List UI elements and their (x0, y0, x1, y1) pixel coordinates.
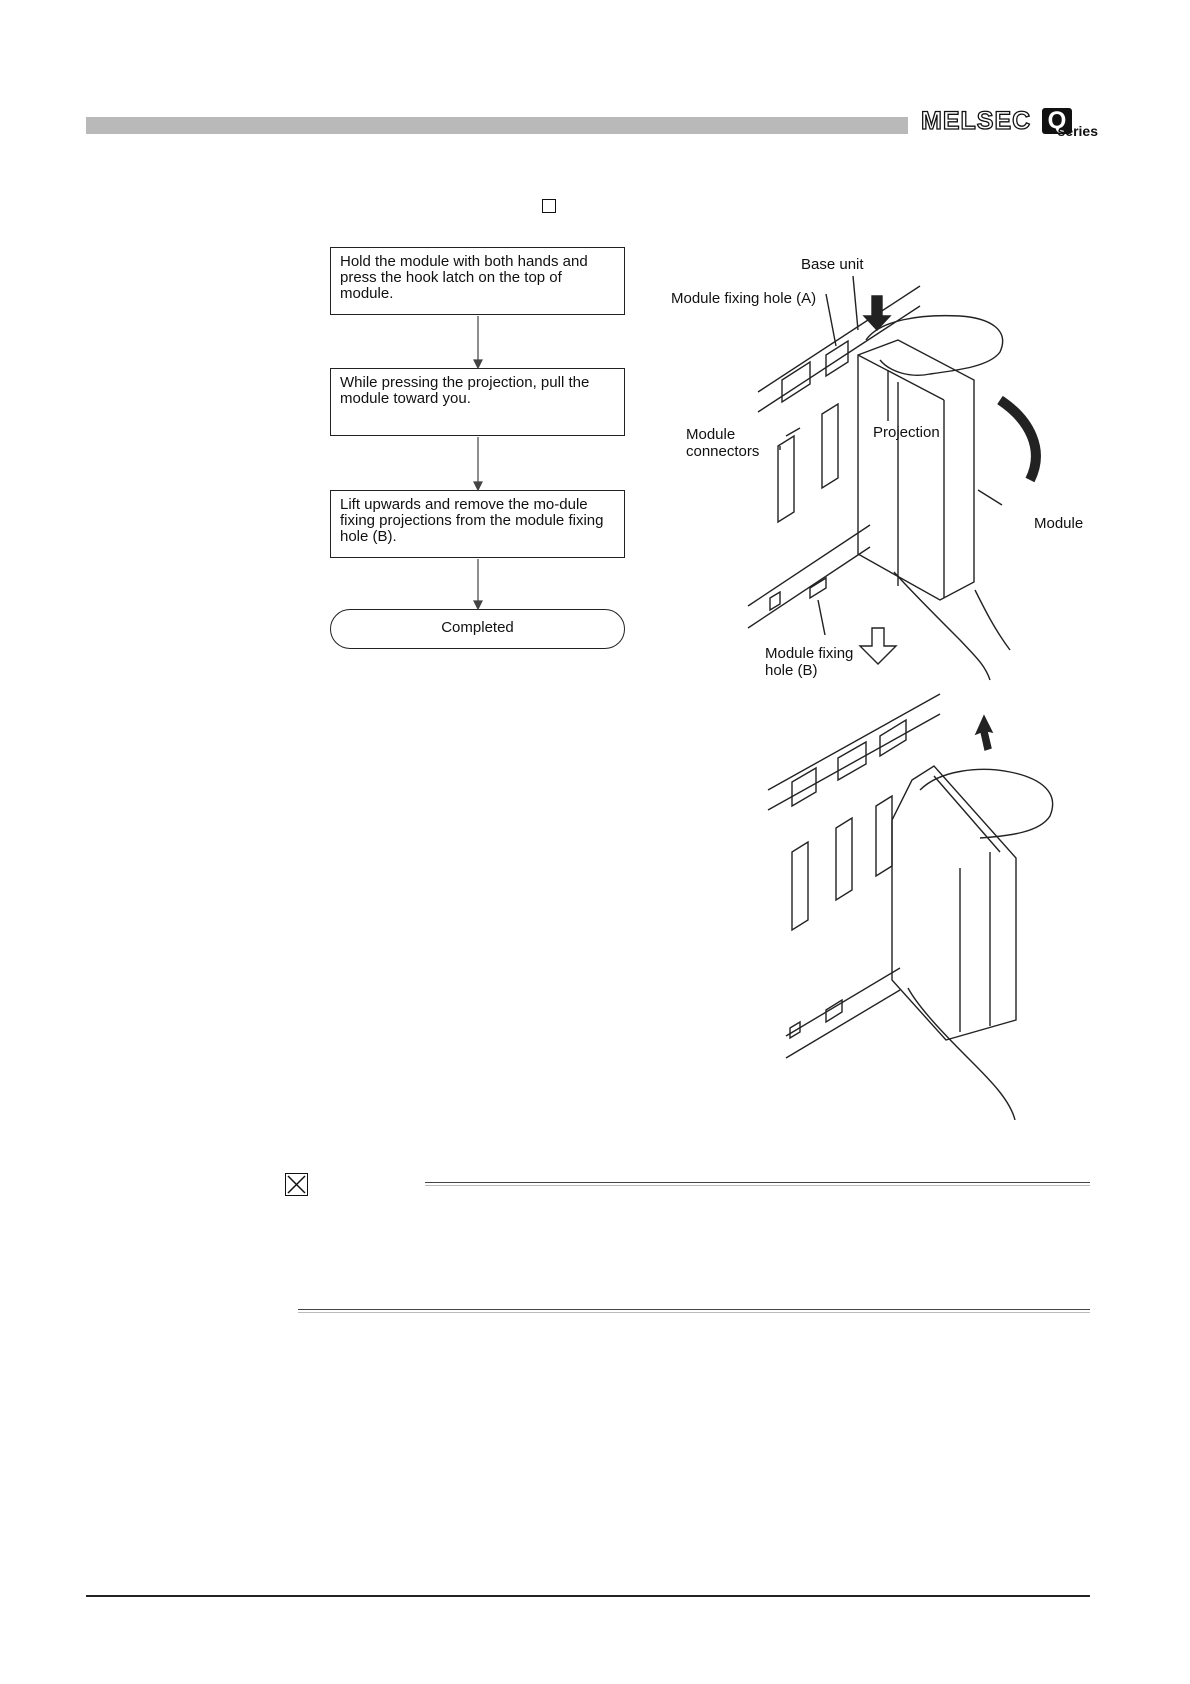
point-top-rule-shadow (425, 1185, 1090, 1186)
point-bottom-rule-shadow (298, 1312, 1090, 1313)
logo-q-mark: Q (1042, 108, 1072, 134)
label-connectors-2: connectors (686, 443, 760, 460)
flow-end-completed: Completed (330, 609, 625, 649)
flow-step-3: Lift upwards and remove the mo-dule fixi… (330, 490, 625, 558)
label-fixing-hole-a: Module fixing hole (A) (671, 290, 817, 307)
point-bottom-rule (298, 1309, 1090, 1310)
label-fixing-hole-b-2: hole (B) (765, 662, 818, 679)
logo-melsec-text: MELSEC (920, 106, 1032, 135)
footer-rule (86, 1595, 1090, 1597)
header-bar (86, 117, 908, 134)
label-base-unit: Base unit (801, 256, 864, 273)
label-module: Module (1034, 515, 1084, 532)
flow-step-1: Hold the module with both hands and pres… (330, 247, 625, 315)
point-top-rule (425, 1182, 1090, 1183)
label-fixing-hole-b-1: Module fixing (765, 645, 854, 662)
logo-series-text: series (1057, 123, 1098, 139)
melsec-q-series-logo: MELSEC Q series (918, 106, 1098, 140)
label-connectors-1: Module (686, 426, 736, 443)
checkbox-square-icon (542, 199, 556, 213)
flow-step-2: While pressing the projection, pull the … (330, 368, 625, 436)
point-icon (285, 1173, 308, 1196)
label-projection: Projection (873, 424, 940, 441)
